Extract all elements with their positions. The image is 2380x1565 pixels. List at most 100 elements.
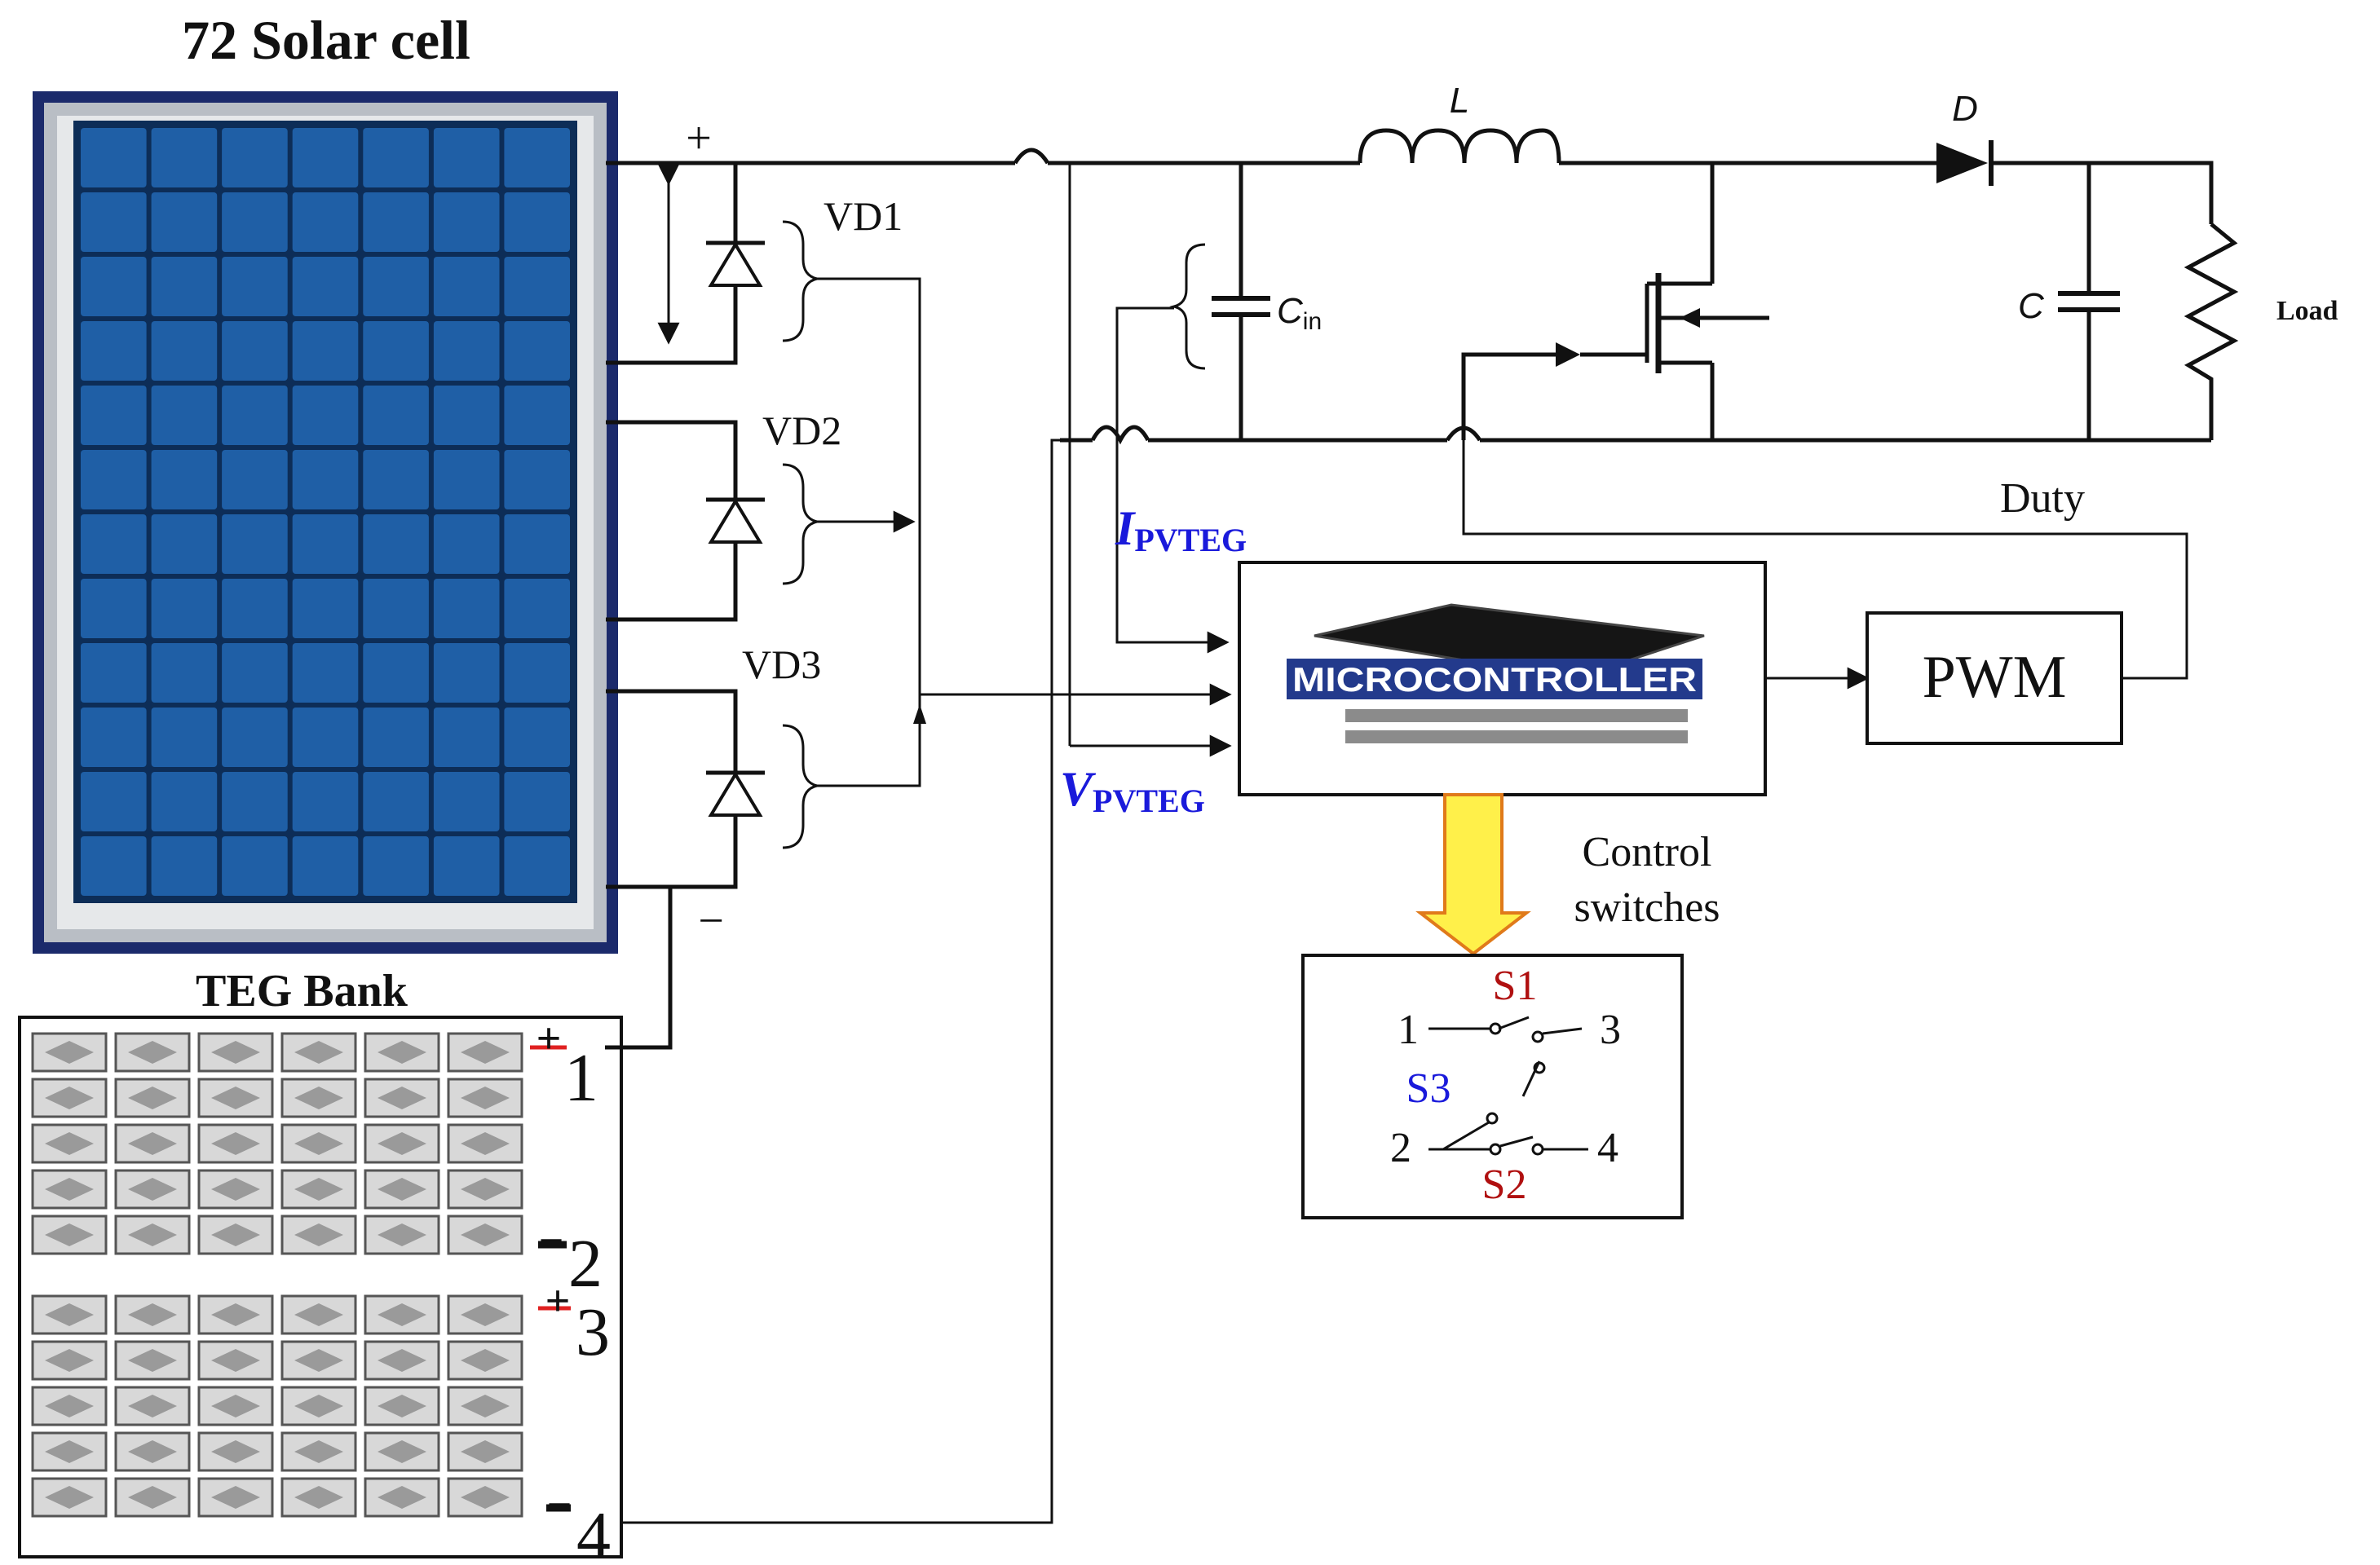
solar-cell — [363, 321, 429, 381]
solar-cell — [504, 579, 570, 638]
solar-cell — [433, 836, 500, 896]
teg-module-face — [294, 1087, 343, 1109]
solar-cell — [81, 386, 147, 445]
label-diode-d: D — [1952, 89, 1978, 129]
solar-cell — [81, 321, 147, 381]
solar-cell — [504, 321, 570, 381]
teg-module-face — [378, 1303, 426, 1326]
label-s3: S3 — [1406, 1065, 1451, 1112]
teg-module-face — [211, 1395, 260, 1417]
teg-module-face — [211, 1087, 260, 1109]
teg-module-face — [378, 1440, 426, 1463]
solar-cell — [151, 708, 218, 767]
teg-plus-3: + — [545, 1276, 571, 1325]
teg-module-face — [294, 1132, 343, 1155]
solar-cell — [151, 386, 218, 445]
panel-plus: + — [686, 113, 712, 164]
pwm-label: PWM — [1923, 644, 2067, 711]
teg-module-face — [211, 1178, 260, 1201]
teg-module-face — [211, 1440, 260, 1463]
teg-module-face — [211, 1132, 260, 1155]
solar-cell — [363, 128, 429, 187]
solar-cell — [222, 192, 288, 252]
bypass-diode-vd1 — [706, 240, 765, 287]
diode-sense-wiring — [817, 277, 1232, 787]
switch-node-3: 3 — [1600, 1007, 1621, 1053]
teg-module-face — [45, 1132, 94, 1155]
teg-module-grid — [31, 1032, 523, 1518]
teg-module-face — [128, 1178, 177, 1201]
solar-cell — [433, 708, 500, 767]
brace-vd1 — [782, 220, 818, 342]
solar-cell — [151, 192, 218, 252]
microcontroller-label: MICROCONTROLLER — [1292, 660, 1697, 699]
label-vd2: VD2 — [762, 408, 841, 453]
label-vd1: VD1 — [824, 193, 903, 239]
teg-module-face — [294, 1178, 343, 1201]
solar-cell — [363, 386, 429, 445]
teg-module-face — [45, 1087, 94, 1109]
solar-cell — [222, 450, 288, 509]
solar-cell — [433, 386, 500, 445]
solar-cell — [222, 836, 288, 896]
teg-module-face — [378, 1178, 426, 1201]
teg-module-face — [128, 1440, 177, 1463]
microcontroller-block: MICROCONTROLLER — [1238, 561, 1767, 796]
solar-cell — [433, 579, 500, 638]
solar-cell — [363, 514, 429, 574]
teg-terminal-1: 1 — [564, 1040, 598, 1116]
label-load: Load — [2276, 296, 2338, 326]
output-diode-d — [1936, 140, 1994, 186]
label-vd3: VD3 — [742, 641, 821, 687]
solar-cell — [292, 579, 359, 638]
solar-cell — [363, 579, 429, 638]
teg-module-face — [461, 1132, 510, 1155]
solar-cell — [292, 514, 359, 574]
solar-cell — [151, 643, 218, 703]
solar-cell-grid — [81, 128, 570, 896]
inductor-l — [1358, 128, 1561, 164]
teg-module-face — [128, 1303, 177, 1326]
solar-cell — [222, 257, 288, 316]
solar-cell — [222, 708, 288, 767]
teg-module-face — [211, 1223, 260, 1246]
teg-bank-title: TEG Bank — [196, 966, 408, 1016]
label-s2: S2 — [1482, 1162, 1527, 1208]
teg-module-face — [378, 1486, 426, 1509]
teg-plus-1: + — [536, 1014, 562, 1063]
teg-module-face — [294, 1303, 343, 1326]
teg-module-face — [294, 1041, 343, 1064]
solar-cell — [433, 772, 500, 831]
boost-converter — [1013, 128, 2239, 445]
label-v-pvteg: VPVTEG — [1060, 762, 1205, 819]
solar-cell — [292, 772, 359, 831]
solar-cell — [504, 643, 570, 703]
solar-cell — [292, 386, 359, 445]
solar-cell — [151, 772, 218, 831]
label-duty: Duty — [2000, 475, 2085, 522]
teg-module-face — [294, 1486, 343, 1509]
solar-cell — [81, 643, 147, 703]
switch-node-2: 2 — [1390, 1125, 1411, 1171]
solar-cell — [363, 450, 429, 509]
teg-module-face — [128, 1395, 177, 1417]
solar-cell — [151, 321, 218, 381]
solar-cell — [222, 772, 288, 831]
solar-cell — [292, 643, 359, 703]
teg-module-face — [461, 1349, 510, 1372]
bypass-diode-vd3 — [706, 770, 765, 817]
solar-cell — [292, 321, 359, 381]
teg-terminal-4: 4 — [576, 1498, 611, 1565]
switch-box — [1301, 954, 1684, 1219]
teg-module-face — [461, 1486, 510, 1509]
solar-cell — [222, 643, 288, 703]
solar-cell — [363, 257, 429, 316]
teg-module-face — [211, 1041, 260, 1064]
teg-minus-4: − — [547, 1480, 572, 1529]
teg-terminal-2: 2 — [568, 1226, 603, 1302]
teg-module-face — [461, 1440, 510, 1463]
switch-node-4: 4 — [1597, 1125, 1618, 1171]
solar-panel-title: 72 Solar cell — [182, 9, 470, 71]
solar-cell — [81, 579, 147, 638]
teg-module-face — [378, 1132, 426, 1155]
